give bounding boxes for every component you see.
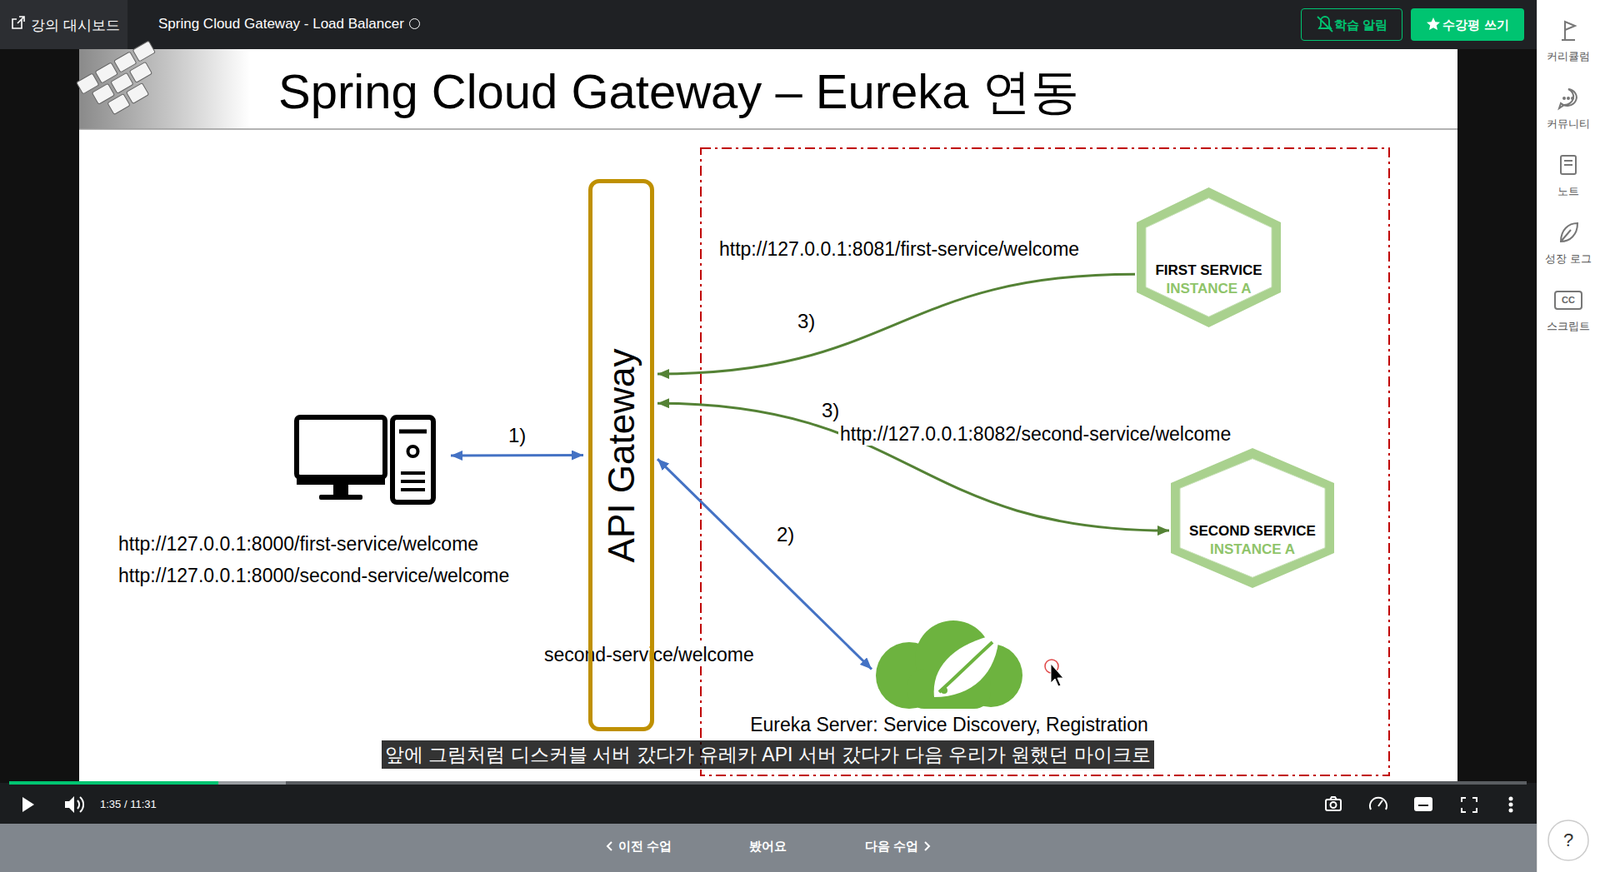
service-region: [700, 148, 1390, 776]
request-arrow: [657, 459, 872, 670]
callout-number: 1): [506, 424, 528, 448]
control-bar: [0, 783, 1537, 825]
progress-track: [9, 781, 1527, 785]
hexagon-outer: [1136, 187, 1281, 328]
monitor-bezel: [296, 475, 385, 485]
nav-label: 봤어요: [749, 839, 787, 855]
volume-icon: [65, 796, 84, 814]
subtitle: 앞에 그림처럼 디스커블 서버 갔다가 유레카 API 서버 갔다가 다음 우리…: [381, 740, 1155, 770]
callout-number: 3): [795, 310, 817, 334]
subtitle-icon-lines: [1418, 805, 1429, 807]
hexagon-inner: [1145, 198, 1272, 318]
url-label: http://127.0.0.1:8081/first-service/welc…: [717, 238, 1081, 261]
sidebar-label: 스크립트: [1536, 319, 1600, 335]
leaf-vein: [939, 642, 993, 693]
cc-mark: CC: [1555, 294, 1582, 307]
hexagon-outer: [1170, 448, 1335, 589]
leaf: [934, 634, 1000, 698]
request-url: http://127.0.0.1:8000/first-service/welc…: [118, 533, 479, 556]
button-label: 학습 알림: [1319, 8, 1403, 41]
hexagon-shape: [1136, 187, 1281, 328]
time-code: 1:35 / 11:31: [100, 798, 157, 811]
eureka-label: Eureka Server: Service Discovery, Regist…: [750, 714, 1149, 737]
service-name: FIRST SERVICE: [1155, 261, 1262, 280]
eureka-logo: [874, 619, 1025, 711]
sidebar: [1536, 0, 1600, 872]
slide: [79, 49, 1458, 784]
api-gateway-box: API Gateway: [588, 179, 655, 732]
callout-number: 3): [820, 399, 841, 423]
help-mark: ?: [1548, 829, 1589, 853]
tower: [392, 417, 434, 503]
monitor: [296, 417, 385, 478]
instance-name: INSTANCE A: [1210, 540, 1295, 560]
response-arrow: [657, 274, 1135, 375]
service-hexagon: SECOND SERVICEINSTANCE A: [1170, 448, 1335, 589]
sidebar-icons: [1555, 21, 1582, 310]
button-label: 수강평 쓰기: [1427, 8, 1525, 41]
star-icon: [1426, 17, 1440, 30]
title-rule: [79, 128, 1458, 130]
service-hexagon: FIRST SERVICEINSTANCE A: [1136, 187, 1281, 328]
path-label: second-service/welcome: [542, 644, 756, 667]
sidebar-label: 커리큘럼: [1536, 49, 1600, 65]
mouse-cursor: [1045, 660, 1064, 687]
hexagon-shape: [1170, 448, 1335, 589]
hex-text: FIRST SERVICEINSTANCE A: [1136, 187, 1281, 328]
tower-button: [408, 446, 419, 457]
request-arrow: [450, 454, 584, 458]
player-right-icons: [1325, 797, 1513, 813]
monitor-base: [319, 495, 363, 500]
leaf-dot: [940, 687, 948, 695]
monitor-stand: [333, 485, 349, 495]
service-name: SECOND SERVICE: [1189, 522, 1316, 541]
sidebar-label: 노트: [1536, 184, 1600, 200]
callout-number: 2): [775, 523, 796, 547]
slide-title: Spring Cloud Gateway – Eureka 연동: [278, 60, 1080, 125]
lesson-title: Spring Cloud Gateway - Load Balancer: [158, 15, 420, 33]
progress-buffered: [9, 781, 286, 785]
external-link-icon: [12, 16, 25, 29]
client-computer: http://127.0.0.1:8000/first-service/welc…: [294, 415, 436, 505]
prev-chevron: [607, 842, 612, 851]
sidebar-label: 성장 로그: [1536, 251, 1600, 267]
nav-label: 이전 수업: [618, 839, 672, 855]
next-chevron: [925, 842, 930, 851]
gateway-label: API Gateway: [600, 348, 643, 563]
tower-slot: [399, 430, 427, 435]
play-icon: [22, 797, 35, 813]
tab-label: 강의 대시보드: [30, 15, 120, 35]
tower-vents: [400, 473, 425, 490]
nav-label: 다음 수업: [865, 839, 919, 855]
eureka-cloud: Eureka Server: Service Discovery, Regist…: [874, 619, 1025, 711]
cloud-shape: [875, 620, 1023, 710]
hexagon-inner: [1180, 459, 1325, 579]
request-url: http://127.0.0.1:8000/second-service/wel…: [118, 565, 510, 588]
url-label: http://127.0.0.1:8082/second-service/wel…: [838, 423, 1233, 446]
computer-icon: [294, 415, 436, 505]
progress-played: [9, 781, 219, 785]
keyboard-image: [76, 40, 250, 130]
hex-text: SECOND SERVICEINSTANCE A: [1170, 448, 1335, 589]
bell-off-icon: [1317, 16, 1333, 32]
sidebar-label: 커뮤니티: [1536, 116, 1600, 132]
instance-name: INSTANCE A: [1166, 280, 1252, 299]
help-button: [1548, 820, 1589, 861]
